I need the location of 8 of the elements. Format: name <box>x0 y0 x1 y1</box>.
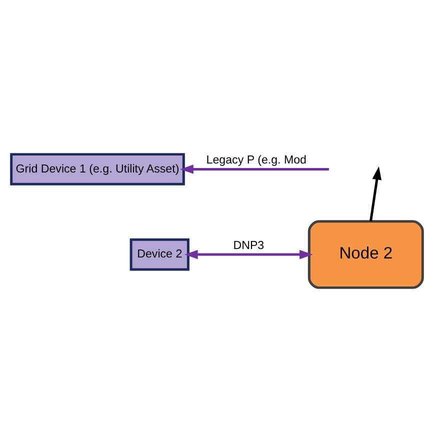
node-box: Grid Device 1 (e.g. Utility Asset) <box>10 152 185 185</box>
arrow <box>180 164 329 174</box>
edge-label: DNP3 <box>233 239 264 252</box>
edge-label: Legacy P (e.g. Mod <box>206 154 307 166</box>
node-box: Device 2 <box>130 238 190 270</box>
arrow <box>370 166 382 221</box>
node-box: Node 2 <box>308 220 424 288</box>
arrow <box>184 249 313 259</box>
